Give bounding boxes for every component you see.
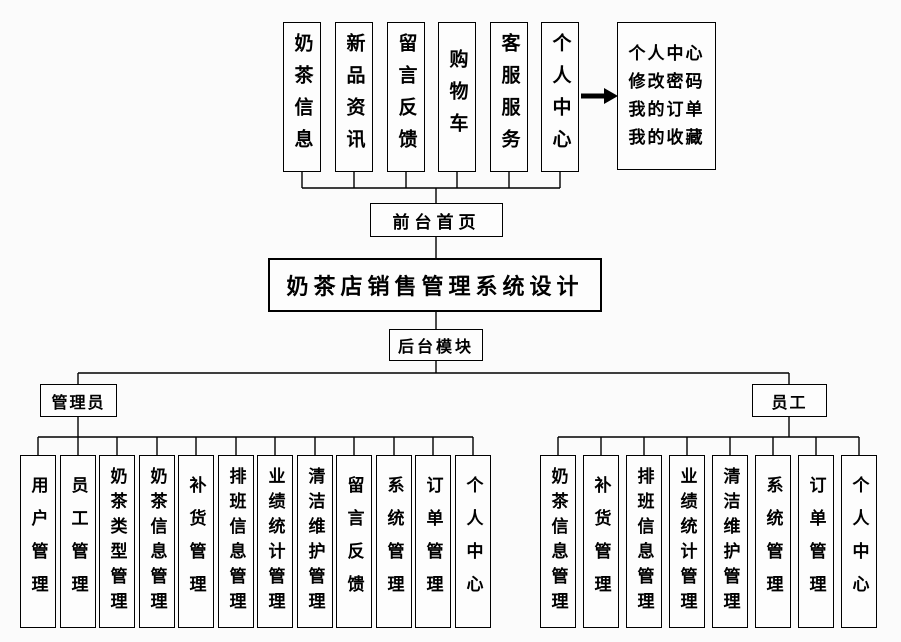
admin-module-label: 个人中心 (463, 475, 483, 608)
admin-module-message-feedback: 留言反馈 (336, 455, 372, 628)
staff-module-performance-stats-management: 业绩统计管理 (669, 455, 705, 628)
admin-module-label: 业绩统计管理 (265, 466, 285, 617)
staff-module-cleaning-maintenance-management: 清洁维护管理 (712, 455, 748, 628)
staff-module-order-management: 订单管理 (798, 455, 834, 628)
staff-module-label: 排班信息管理 (634, 466, 654, 617)
staff-module-label: 补货管理 (591, 475, 611, 608)
admin-module-label: 清洁维护管理 (305, 466, 325, 617)
system-title-label: 奶茶店销售管理系统设计 (286, 274, 584, 299)
detail-line: 个人中心 (628, 44, 705, 63)
admin-module-label: 订单管理 (423, 475, 443, 608)
backend-module-box: 后台模块 (389, 329, 483, 361)
admin-module-restock-management: 补货管理 (178, 455, 214, 628)
admin-module-system-management: 系统管理 (376, 455, 412, 628)
admin-module-label: 奶茶类型管理 (107, 466, 127, 617)
front-module-new-product-news: 新品资讯 (335, 22, 373, 172)
personal-center-detail-box: 个人中心 修改密码 我的订单 我的收藏 (617, 22, 716, 170)
detail-line: 修改密码 (628, 72, 705, 91)
staff-module-personal-center: 个人中心 (841, 455, 877, 628)
detail-line: 我的收藏 (628, 128, 705, 147)
staff-module-label: 清洁维护管理 (720, 466, 740, 617)
staff-module-label: 系统管理 (763, 475, 783, 608)
front-module-milk-tea-info: 奶茶信息 (283, 22, 321, 172)
front-module-label: 购物车 (446, 49, 468, 145)
admin-role-box: 管理员 (40, 384, 117, 417)
staff-module-milktea-info-management: 奶茶信息管理 (540, 455, 576, 628)
front-module-label: 留言反馈 (395, 33, 417, 161)
admin-module-label: 员工管理 (68, 475, 88, 608)
front-module-personal-center: 个人中心 (541, 22, 579, 172)
front-module-message-feedback: 留言反馈 (387, 22, 425, 172)
detail-line: 我的订单 (628, 100, 705, 119)
staff-module-restock-management: 补货管理 (583, 455, 619, 628)
staff-module-shift-info-management: 排班信息管理 (626, 455, 662, 628)
front-home-label: 前台首页 (392, 212, 481, 232)
front-module-label: 个人中心 (549, 33, 571, 161)
front-home-box: 前台首页 (370, 203, 503, 237)
admin-role-label: 管理员 (51, 394, 106, 412)
admin-module-personal-center: 个人中心 (455, 455, 491, 628)
staff-module-label: 奶茶信息管理 (548, 466, 568, 617)
admin-module-milktea-info-management: 奶茶信息管理 (139, 455, 175, 628)
admin-module-performance-stats-management: 业绩统计管理 (257, 455, 293, 628)
admin-module-label: 留言反馈 (344, 475, 364, 608)
admin-module-order-management: 订单管理 (415, 455, 451, 628)
arrow-head-icon (604, 88, 618, 104)
admin-module-label: 排班信息管理 (226, 466, 246, 617)
admin-module-milktea-type-management: 奶茶类型管理 (99, 455, 135, 628)
staff-role-label: 员工 (771, 394, 808, 412)
admin-module-shift-info-management: 排班信息管理 (218, 455, 254, 628)
admin-module-label: 补货管理 (186, 475, 206, 608)
front-module-label: 新品资讯 (343, 33, 365, 161)
backend-module-label: 后台模块 (397, 339, 474, 356)
staff-module-label: 订单管理 (806, 475, 826, 608)
staff-module-label: 业绩统计管理 (677, 466, 697, 617)
staff-module-system-management: 系统管理 (755, 455, 791, 628)
admin-module-staff-management: 员工管理 (60, 455, 96, 628)
system-title-box: 奶茶店销售管理系统设计 (268, 258, 602, 312)
admin-module-label: 奶茶信息管理 (147, 466, 167, 617)
admin-module-label: 系统管理 (384, 475, 404, 608)
admin-module-user-management: 用户管理 (20, 455, 56, 628)
front-module-customer-service: 客服服务 (490, 22, 528, 172)
admin-module-cleaning-maintenance-management: 清洁维护管理 (297, 455, 333, 628)
front-module-shopping-cart: 购物车 (438, 22, 476, 172)
front-module-label: 客服服务 (498, 33, 520, 161)
admin-module-label: 用户管理 (28, 475, 48, 608)
front-module-label: 奶茶信息 (291, 33, 313, 161)
staff-module-label: 个人中心 (849, 475, 869, 608)
staff-role-box: 员工 (752, 384, 827, 417)
